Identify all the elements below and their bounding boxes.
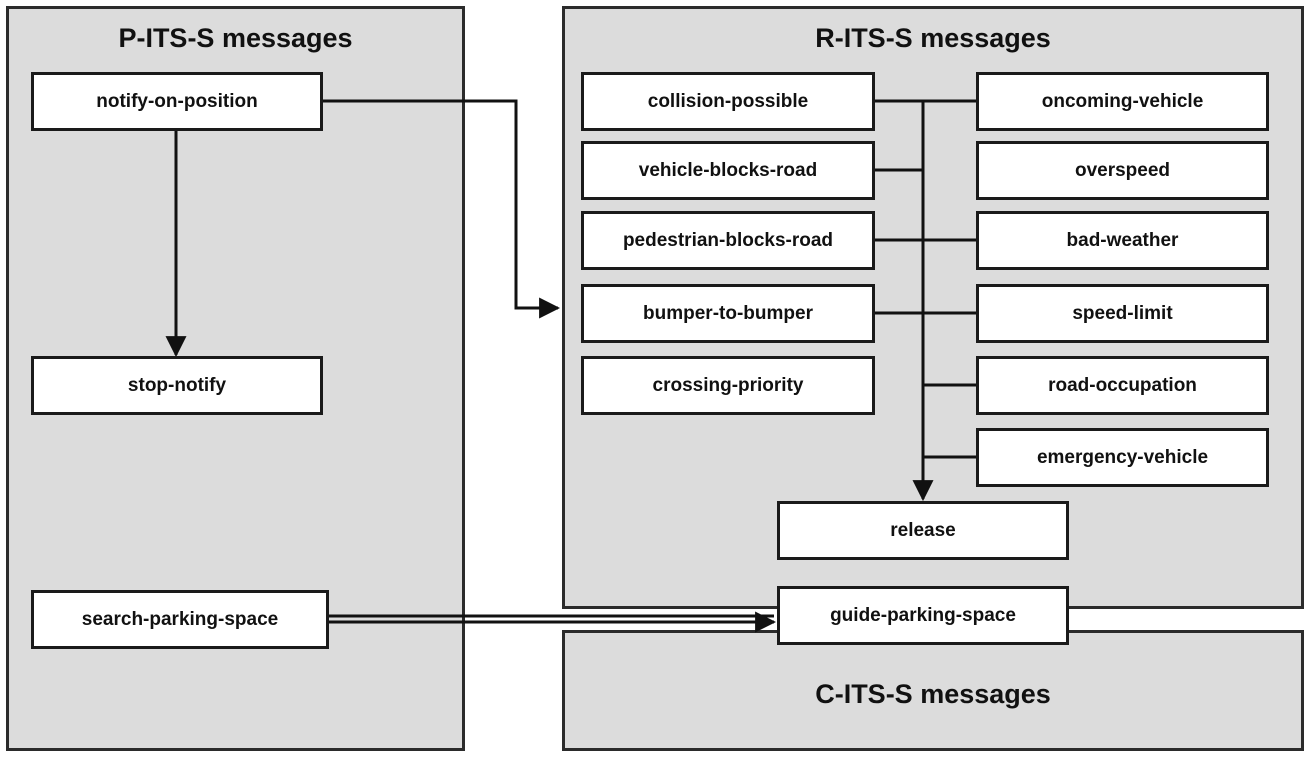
overspeed-box: overspeed (976, 141, 1269, 200)
crossing-priority-box: crossing-priority (581, 356, 875, 415)
bad-weather-box: bad-weather (976, 211, 1269, 270)
release-box: release (777, 501, 1069, 560)
c-its-s-title: C-ITS-S messages (815, 679, 1051, 709)
collision-possible-box: collision-possible (581, 72, 875, 131)
search-parking-space-box: search-parking-space (31, 590, 329, 649)
pedestrian-blocks-road-box: pedestrian-blocks-road (581, 211, 875, 270)
notify-on-position-box: notify-on-position (31, 72, 323, 131)
r-its-s-title: R-ITS-S messages (815, 23, 1051, 53)
speed-limit-box: speed-limit (976, 284, 1269, 343)
c-its-s-panel: C-ITS-S messages (562, 630, 1304, 751)
bumper-to-bumper-box: bumper-to-bumper (581, 284, 875, 343)
guide-parking-space-box: guide-parking-space (777, 586, 1069, 645)
oncoming-vehicle-box: oncoming-vehicle (976, 72, 1269, 131)
road-occupation-box: road-occupation (976, 356, 1269, 415)
vehicle-blocks-road-box: vehicle-blocks-road (581, 141, 875, 200)
p-its-s-title: P-ITS-S messages (118, 23, 353, 53)
stop-notify-box: stop-notify (31, 356, 323, 415)
emergency-vehicle-box: emergency-vehicle (976, 428, 1269, 487)
